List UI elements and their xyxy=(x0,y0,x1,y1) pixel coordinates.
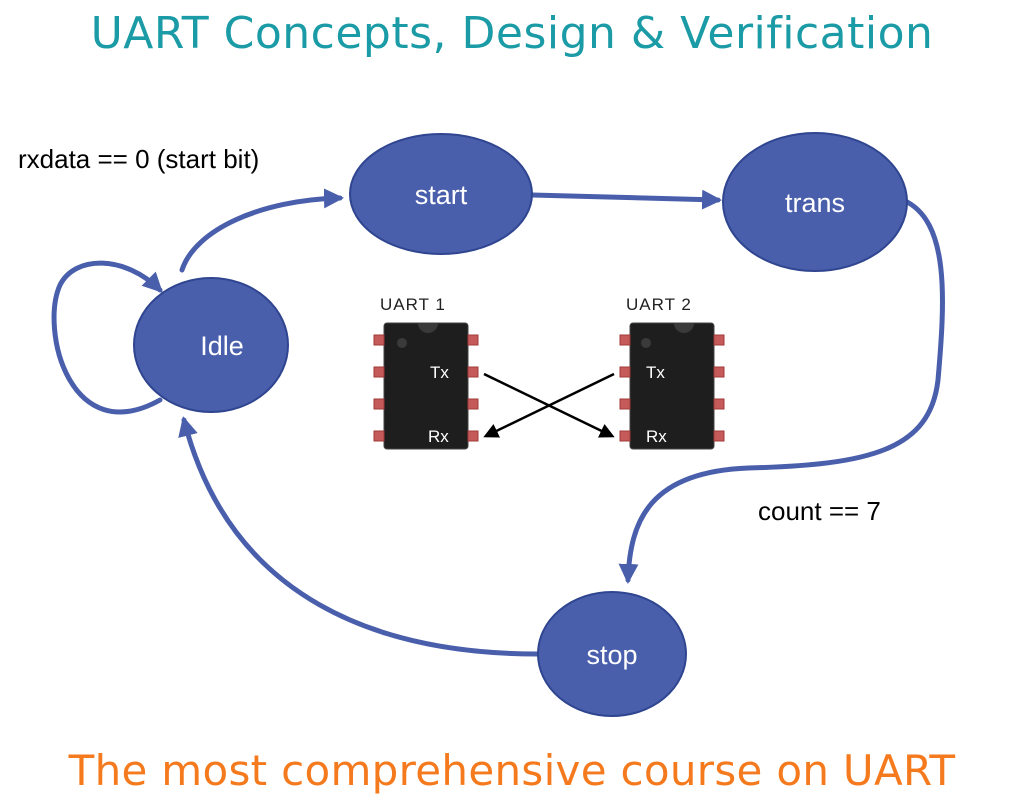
state-trans xyxy=(722,132,908,272)
edge-trans-to-stop xyxy=(618,197,945,584)
edge-start-to-trans xyxy=(529,189,722,210)
uart1-chip: Tx Rx xyxy=(373,322,479,450)
state-stop xyxy=(537,591,687,717)
state-trans-label: trans xyxy=(785,188,845,218)
page-title: UART Concepts, Design & Verification xyxy=(90,8,934,59)
uart2-rx-label: Rx xyxy=(646,427,667,446)
uart2-tx-label: Tx xyxy=(646,363,665,382)
state-start-label: start xyxy=(415,180,468,210)
state-idle xyxy=(133,277,289,413)
uart1-title: UART 1 xyxy=(380,295,446,314)
state-idle-label: Idle xyxy=(200,331,244,361)
state-stop-label: stop xyxy=(586,640,637,670)
uart1-rx-label: Rx xyxy=(428,427,449,446)
course-tagline: The most comprehensive course on UART xyxy=(68,746,956,795)
transition-label-count: count == 7 xyxy=(758,496,881,526)
state-start xyxy=(349,133,533,255)
edge-idle-self-loop xyxy=(51,260,163,415)
transition-label-start-bit: rxdata == 0 (start bit) xyxy=(18,144,259,174)
edge-idle-to-start xyxy=(179,188,344,273)
wire-tx2-to-rx1 xyxy=(483,372,615,438)
uart1-tx-label: Tx xyxy=(430,363,449,382)
edge-stop-to-idle xyxy=(178,416,541,657)
uart2-chip: Tx Rx xyxy=(619,322,725,450)
uart2-title: UART 2 xyxy=(626,295,692,314)
uart-illustration: UART 1 UART 2 Tx Rx xyxy=(373,295,725,450)
